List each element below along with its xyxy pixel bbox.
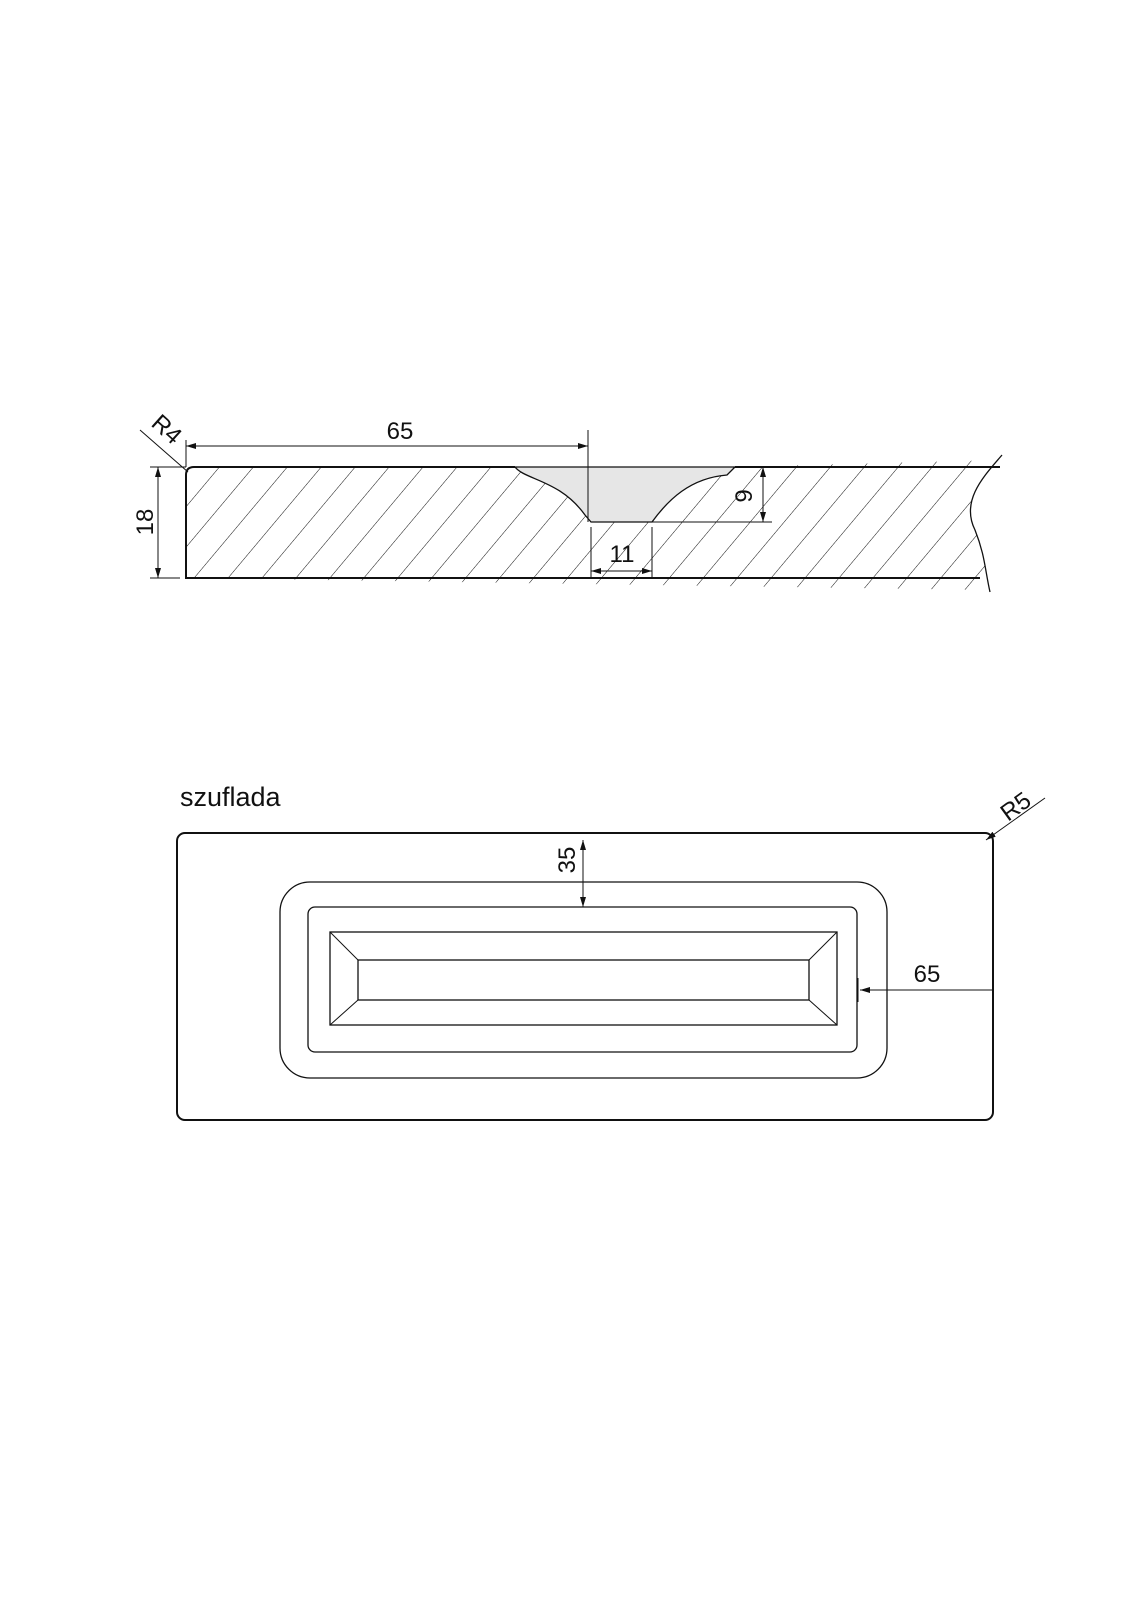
drawer-front-outline [176, 832, 994, 1121]
dim-label-65: 65 [914, 961, 941, 988]
dim-label-r5: R5 [996, 787, 1037, 827]
handle-inner-contour [307, 906, 858, 1053]
groove-bottom [357, 959, 810, 1001]
break-line [969, 454, 1003, 593]
handle-outer-contour [279, 881, 888, 1079]
dim-label-35: 35 [554, 847, 581, 874]
leader-r5 [985, 797, 1046, 841]
dim-label-11: 11 [610, 541, 635, 568]
view-title: szuflada [180, 782, 282, 812]
dim-label-9: 9 [731, 489, 758, 502]
groove-bevel-outer [329, 931, 838, 1026]
leader-r4 [139, 429, 189, 473]
section-view: 65 R4 18 9 11 [132, 409, 1003, 593]
dim-label-18: 18 [132, 509, 159, 536]
plate-section-hatched [186, 460, 1000, 590]
dim-label-r4: R4 [146, 409, 187, 450]
front-view: szuflada 35 65 R5 [176, 782, 1046, 1121]
dim-label-65: 65 [387, 418, 414, 445]
plate-outline [185, 466, 980, 579]
bevel-diagonals [329, 931, 838, 1026]
